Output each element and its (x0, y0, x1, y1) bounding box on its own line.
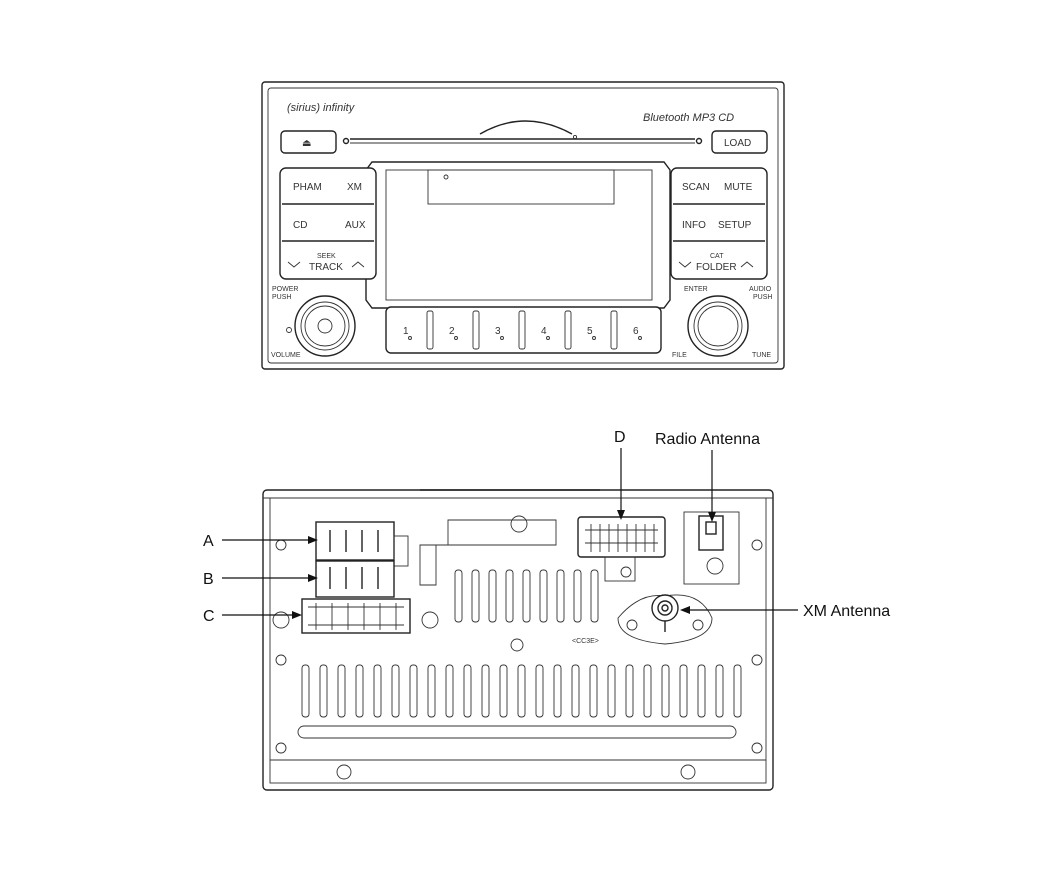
callout-a-label: A (203, 533, 214, 550)
display-screen (365, 161, 671, 309)
mounting-holes (272, 515, 763, 754)
info-setup-button[interactable]: INFO SETUP (682, 220, 752, 231)
preset-2-label: 2 (449, 326, 455, 337)
arrow-down-icon (708, 512, 716, 522)
callouts: A B C D Radio Antenna XM Antenna (203, 429, 890, 625)
connector-a (315, 521, 409, 567)
arrow-right-icon (308, 574, 318, 582)
preset-3-label: 3 (495, 326, 501, 337)
preset-button-1[interactable]: 1 (403, 310, 434, 350)
arrow-left-icon (680, 606, 690, 614)
chevron-down-icon (287, 261, 301, 268)
arrow-down-icon (617, 510, 625, 520)
enter-label: ENTER (684, 286, 708, 293)
preset-button-6[interactable]: 6 (633, 326, 642, 340)
preset-button-4[interactable]: 4 (541, 310, 572, 350)
connector-b (315, 560, 395, 598)
left-button-cluster: PHAM XM CD AUX SEEK TRACK (279, 167, 377, 280)
info-label: INFO (682, 220, 706, 231)
callout-c-label: C (203, 608, 215, 625)
scan-mute-button[interactable]: SCAN MUTE (682, 182, 753, 193)
preset-button-3[interactable]: 3 (495, 310, 526, 350)
audio-label: AUDIO (749, 286, 772, 293)
preset-6-label: 6 (633, 326, 639, 337)
volume-label: VOLUME (271, 352, 301, 359)
preset-4-label: 4 (541, 326, 547, 337)
aux-label: AUX (345, 220, 366, 231)
front-panel: (sirius) infinity Bluetooth MP3 CD ⏏ LOA… (261, 81, 785, 370)
preset-button-2[interactable]: 2 (449, 310, 480, 350)
power-label: POWER (272, 286, 298, 293)
push-label: PUSH (272, 294, 291, 301)
arrow-right-icon (308, 536, 318, 544)
callout-b-label: B (203, 571, 214, 588)
preset-1-label: 1 (403, 326, 409, 337)
callout-radio-antenna-label: Radio Antenna (655, 431, 760, 448)
folder-label: FOLDER (696, 262, 737, 273)
preset-button-5[interactable]: 5 (587, 310, 618, 350)
setup-label: SETUP (718, 220, 752, 231)
cd-label: CD (293, 220, 307, 231)
tune-knob[interactable] (687, 295, 749, 357)
chevron-up-icon (740, 261, 754, 268)
volume-knob[interactable] (286, 295, 356, 357)
cat-folder-button[interactable]: CAT FOLDER (678, 253, 754, 273)
arrow-right-icon (292, 611, 302, 619)
rear-panel: <CC3E> (262, 489, 774, 791)
seek-track-button[interactable]: SEEK TRACK (287, 253, 365, 273)
preset-5-label: 5 (587, 326, 593, 337)
seek-label: SEEK (317, 253, 336, 260)
eject-button[interactable]: ⏏ (280, 130, 337, 154)
pham-xm-button[interactable]: PHAM XM (293, 182, 362, 193)
preset-bar: 1 2 3 4 5 (385, 306, 662, 354)
track-label: TRACK (309, 262, 343, 273)
eject-icon: ⏏ (302, 138, 311, 149)
vent-slots-lower (301, 664, 742, 718)
audio-push-label: PUSH (753, 294, 772, 301)
tune-label: TUNE (752, 352, 771, 359)
brand-logo-left: (sirius) infinity (287, 102, 356, 114)
callout-xm-antenna-label: XM Antenna (803, 603, 890, 620)
xm-label: XM (347, 182, 362, 193)
bracket (419, 519, 557, 586)
chevron-up-icon (351, 261, 365, 268)
scan-label: SCAN (682, 182, 710, 193)
mute-label: MUTE (724, 182, 753, 193)
right-button-cluster: SCAN MUTE INFO SETUP CAT FOLDER (670, 167, 768, 280)
cat-label: CAT (710, 253, 724, 260)
file-label: FILE (672, 352, 687, 359)
load-button[interactable]: LOAD (711, 130, 768, 154)
connector-d (577, 516, 666, 582)
vent-slots-upper (454, 569, 599, 623)
cd-slot (342, 120, 703, 145)
cd-aux-button[interactable]: CD AUX (293, 220, 366, 231)
chevron-down-icon (678, 261, 692, 268)
pham-label: PHAM (293, 182, 322, 193)
connector-marking: <CC3E> (572, 638, 599, 645)
connector-c (301, 598, 411, 634)
bottom-slot (297, 725, 737, 739)
brand-logo-right: Bluetooth MP3 CD (643, 112, 734, 124)
xm-antenna-socket (617, 594, 713, 645)
load-label: LOAD (724, 138, 751, 149)
callout-d-label: D (614, 429, 626, 446)
